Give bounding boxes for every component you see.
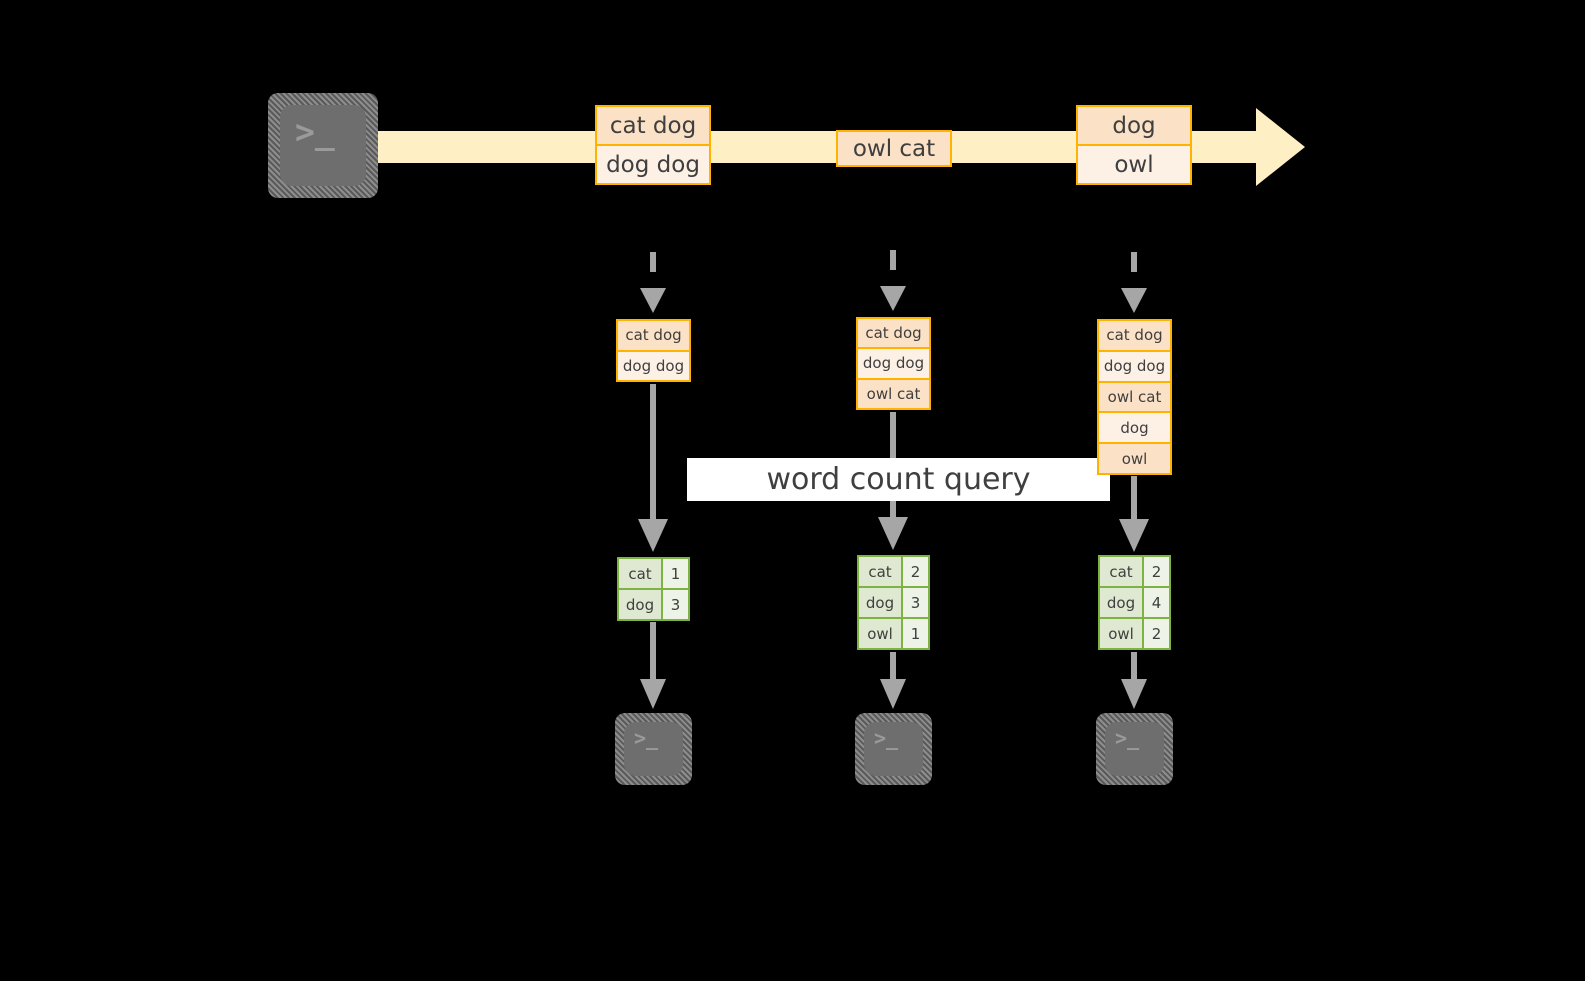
- table-cell-count: 1: [663, 559, 688, 588]
- stream-arrow: [366, 108, 1305, 186]
- table-cell-count: 1: [903, 619, 928, 648]
- table-cell-count: 4: [1144, 588, 1169, 617]
- table-cell-word: dog: [859, 588, 903, 617]
- terminal-body: [1105, 722, 1164, 776]
- table-row: dog 3: [619, 590, 688, 619]
- terminal-prompt-glyph: >_: [874, 726, 899, 750]
- table-row: cat 1: [619, 559, 688, 590]
- snapshot-input-line: dog dog: [858, 349, 929, 380]
- table-cell-count: 2: [903, 557, 928, 586]
- table-cell-word: cat: [619, 559, 663, 588]
- query-arrowhead-2: [878, 517, 908, 550]
- table-cell-word: dog: [619, 590, 663, 619]
- result-table-1[interactable]: cat 1 dog 3: [617, 557, 690, 621]
- tap-arrowhead-3: [1121, 288, 1147, 313]
- snapshot-input-line: dog dog: [618, 351, 689, 380]
- table-cell-word: cat: [859, 557, 903, 586]
- stream-record-line: dog: [1078, 107, 1190, 146]
- snapshot-input-line: owl: [1099, 444, 1170, 473]
- stream-record-2[interactable]: owl cat: [836, 130, 952, 167]
- result-table-2[interactable]: cat 2 dog 3 owl 1: [857, 555, 930, 650]
- table-row: dog 3: [859, 588, 928, 619]
- table-row: owl 2: [1100, 619, 1169, 648]
- terminal-prompt-glyph: >_: [1115, 726, 1140, 750]
- snapshot-input-line: dog dog: [1099, 351, 1170, 383]
- table-cell-count: 2: [1144, 557, 1169, 586]
- table-cell-count: 3: [903, 588, 928, 617]
- table-row: dog 4: [1100, 588, 1169, 619]
- query-arrowhead-3: [1119, 519, 1149, 552]
- stream-record-line: owl: [1078, 146, 1190, 183]
- terminal-body: [624, 722, 683, 776]
- query-arrowhead-1: [638, 519, 668, 552]
- snapshot-input-line: owl cat: [858, 379, 929, 408]
- snapshot-input-line: owl cat: [1099, 382, 1170, 414]
- source-terminal-icon: >_: [268, 93, 378, 198]
- snapshot-input-line: cat dog: [858, 319, 929, 350]
- stream-record-line: owl cat: [838, 132, 950, 165]
- snapshot-input-line: cat dog: [1099, 321, 1170, 352]
- query-label-text: word count query: [766, 462, 1031, 497]
- snapshot-input-3[interactable]: cat dog dog dog owl cat dog owl: [1097, 319, 1172, 475]
- tap-arrowhead-1: [640, 288, 666, 313]
- stream-record-3[interactable]: dog owl: [1076, 105, 1192, 185]
- table-cell-word: cat: [1100, 557, 1144, 586]
- stream-record-1[interactable]: cat dog dog dog: [595, 105, 711, 185]
- stream-record-line: dog dog: [597, 146, 709, 183]
- stream-record-line: cat dog: [597, 107, 709, 146]
- table-cell-count: 3: [663, 590, 688, 619]
- table-row: cat 2: [1100, 557, 1169, 588]
- snapshot-input-2[interactable]: cat dog dog dog owl cat: [856, 317, 931, 410]
- sink-terminal-icon-1: >_: [615, 713, 692, 785]
- terminal-body: [280, 105, 366, 186]
- table-cell-word: dog: [1100, 588, 1144, 617]
- table-row: cat 2: [859, 557, 928, 588]
- table-row: owl 1: [859, 619, 928, 648]
- table-cell-word: owl: [1100, 619, 1144, 648]
- sink-arrowhead-2: [880, 679, 906, 709]
- snapshot-input-1[interactable]: cat dog dog dog: [616, 319, 691, 382]
- sink-arrowhead-1: [640, 679, 666, 709]
- sink-terminal-icon-3: >_: [1096, 713, 1173, 785]
- query-label-banner: word count query: [687, 458, 1110, 501]
- terminal-body: [864, 722, 923, 776]
- snapshot-input-line: cat dog: [618, 321, 689, 352]
- tap-arrowhead-2: [880, 286, 906, 311]
- table-cell-word: owl: [859, 619, 903, 648]
- sink-arrowhead-3: [1121, 679, 1147, 709]
- terminal-prompt-glyph: >_: [295, 112, 335, 151]
- snapshot-input-line: dog: [1099, 413, 1170, 445]
- sink-terminal-icon-2: >_: [855, 713, 932, 785]
- terminal-prompt-glyph: >_: [634, 726, 659, 750]
- result-table-3[interactable]: cat 2 dog 4 owl 2: [1098, 555, 1171, 650]
- table-cell-count: 2: [1144, 619, 1169, 648]
